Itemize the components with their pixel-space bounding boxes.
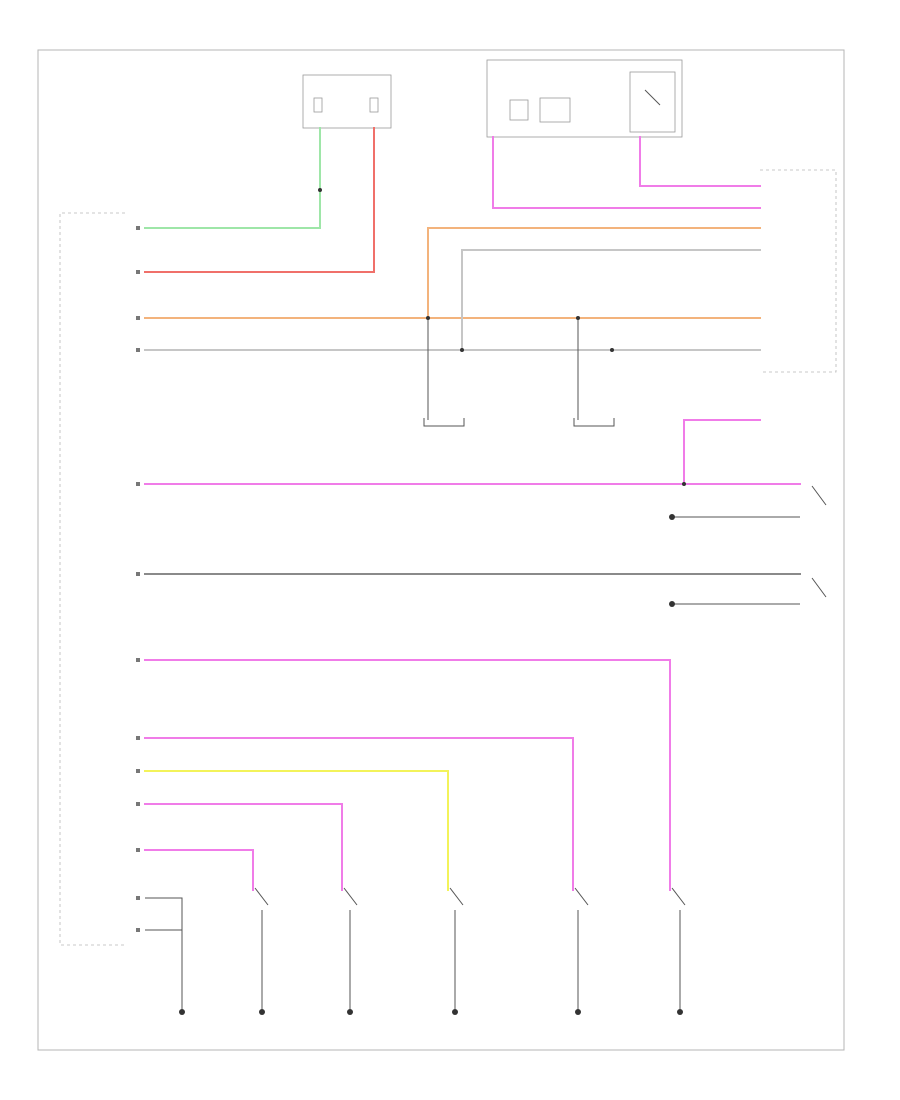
wire-pink-sw6: [144, 659, 671, 891]
wire-pink-sw2: [144, 849, 254, 891]
connector-pin: [136, 928, 140, 932]
switch-contact-icon: [811, 577, 827, 598]
connector-pin: [136, 482, 140, 486]
wire-green: [144, 127, 321, 229]
relay-switch-contact: [644, 89, 661, 106]
wire-pink-relay-b: [639, 136, 761, 187]
gnd-wire-1: [145, 897, 183, 1010]
connector-pin: [136, 658, 140, 662]
wire-pink-red: [144, 127, 375, 273]
wire-orange-branch: [427, 227, 761, 319]
ground-symbol-icon: [575, 1009, 581, 1015]
ground-symbol-icon: [347, 1009, 353, 1015]
connector-pin: [136, 348, 140, 352]
switch-contact-icon: [811, 485, 827, 506]
ground-bracket-b: [573, 418, 615, 427]
connector-pin: [136, 802, 140, 806]
connector-pin: [136, 226, 140, 230]
wire-pink-sw5: [144, 737, 574, 891]
ground-bracket-a: [423, 418, 465, 427]
connector-pin: [136, 896, 140, 900]
switch-contact-icon: [254, 887, 269, 906]
connector-pin: [136, 769, 140, 773]
connector-pin: [136, 572, 140, 576]
switch-contact-icon: [343, 887, 358, 906]
ground-symbol-icon: [179, 1009, 185, 1015]
relay-box-outline: [486, 59, 683, 138]
fuse-1: [313, 97, 323, 113]
connector-pin: [136, 316, 140, 320]
relay-coil: [509, 99, 529, 121]
fuse-box-outline: [302, 74, 392, 129]
ground-symbol-icon: [452, 1009, 458, 1015]
wire-yellow-sw4: [144, 770, 449, 891]
ground-symbol-icon: [677, 1009, 683, 1015]
left-module-outline: [59, 212, 125, 946]
splice-dot-icon: [426, 316, 430, 320]
ground-symbol-icon: [259, 1009, 265, 1015]
wire-pink-sw3: [144, 803, 343, 891]
switch-contact-icon: [574, 887, 589, 906]
ground-symbol-icon: [669, 514, 675, 520]
connector-pin: [136, 848, 140, 852]
relay-inner: [539, 97, 571, 123]
right-module-outline: [760, 169, 837, 373]
splice-dot-icon: [682, 482, 686, 486]
connector-pin: [136, 736, 140, 740]
splice-dot-icon: [318, 188, 322, 192]
connector-pin: [136, 270, 140, 274]
wire-pink-relay-a: [492, 136, 761, 209]
switch-contact-icon: [671, 887, 686, 906]
relay-switch-box: [629, 71, 676, 133]
splice-dot-icon: [610, 348, 614, 352]
ground-symbol-icon: [669, 601, 675, 607]
splice-dot-icon: [576, 316, 580, 320]
switch-contact-icon: [449, 887, 464, 906]
diagram-frame: [37, 49, 845, 1051]
wire-gray-branch: [461, 249, 761, 351]
splice-dot-icon: [460, 348, 464, 352]
wire-pink-door-stub: [683, 419, 761, 485]
fuse-2: [369, 97, 379, 113]
